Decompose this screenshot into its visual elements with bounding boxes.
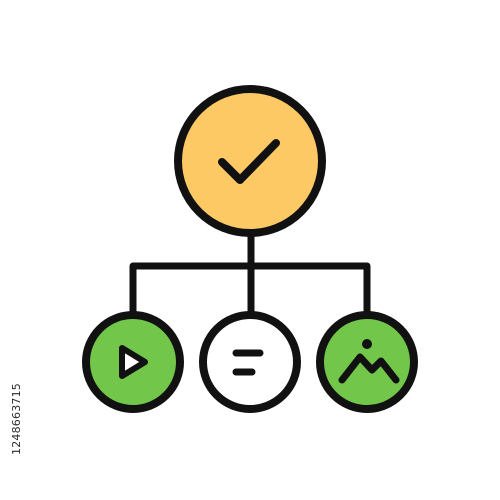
play-icon (119, 345, 148, 379)
child-node-play (82, 311, 184, 413)
child-node-text (199, 311, 301, 413)
connector-lines (129, 228, 371, 324)
stock-id-text: 1248663715 (10, 383, 23, 455)
checkmark-icon (218, 139, 280, 184)
branch-line (129, 262, 371, 316)
text-circle (199, 311, 301, 413)
child-node-image (316, 311, 418, 413)
text-lines-icon (232, 349, 264, 376)
root-circle (174, 85, 326, 237)
root-node (174, 85, 326, 237)
image-mountain-icon (338, 339, 400, 384)
